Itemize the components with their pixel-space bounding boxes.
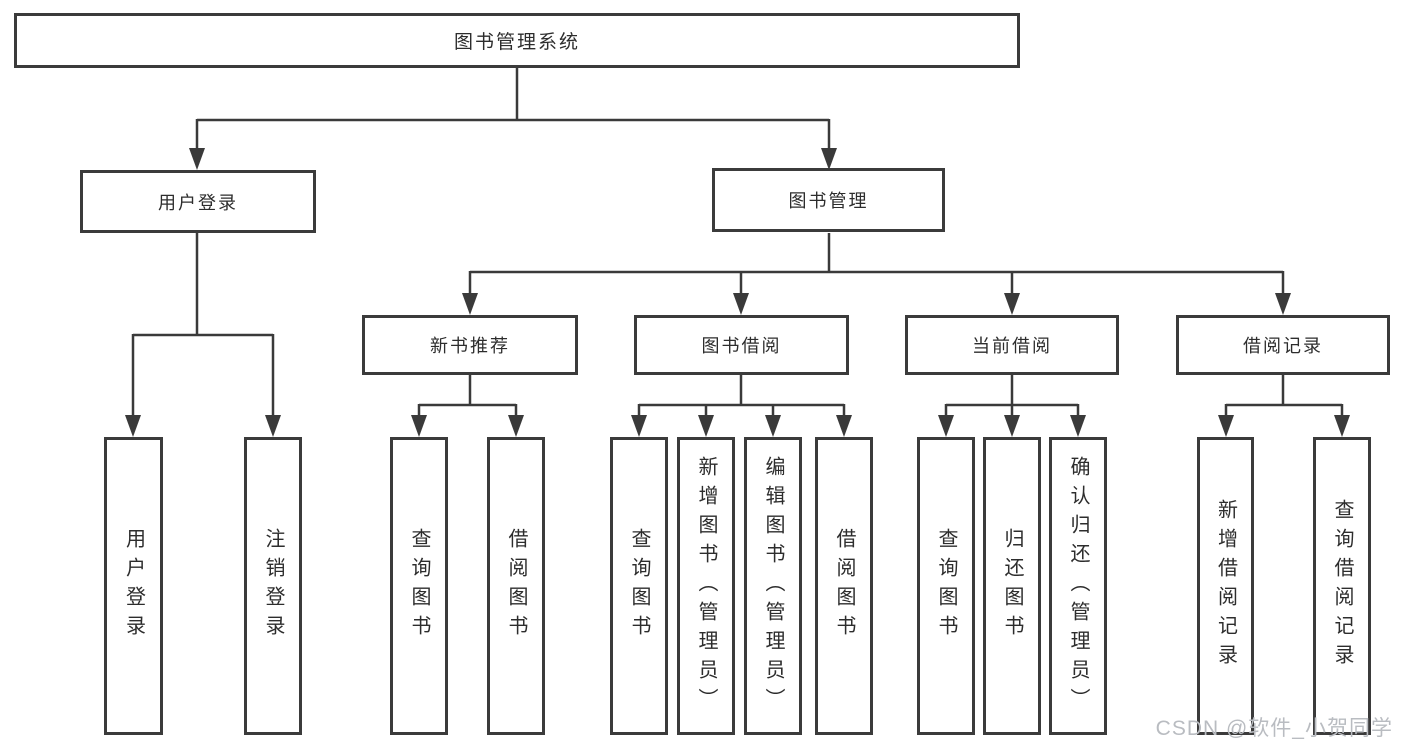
leaf-query-books-1: 查询图书 [390, 437, 448, 735]
leaf-query-borrow-record: 查询借阅记录 [1313, 437, 1371, 735]
node-root-library-system: 图书管理系统 [14, 13, 1020, 68]
node-book-borrowing: 图书借阅 [634, 315, 849, 375]
node-borrowing-records: 借阅记录 [1176, 315, 1390, 375]
leaf-borrow-books-1: 借阅图书 [487, 437, 545, 735]
node-new-book-recommend: 新书推荐 [362, 315, 578, 375]
leaf-query-books-2: 查询图书 [610, 437, 668, 735]
leaf-logout-label: 注销登录 [262, 528, 284, 644]
leaf-query-borrow-record-label: 查询借阅记录 [1331, 499, 1353, 673]
node-new-book-recommend-label: 新书推荐 [430, 336, 510, 356]
leaf-return-books-label: 归还图书 [1001, 528, 1023, 644]
leaf-borrow-books-2: 借阅图书 [815, 437, 873, 735]
leaf-user-login: 用户登录 [104, 437, 163, 735]
node-current-borrowing: 当前借阅 [905, 315, 1119, 375]
leaf-return-books: 归还图书 [983, 437, 1041, 735]
leaf-borrow-books-1-label: 借阅图书 [505, 528, 527, 644]
leaf-query-books-3: 查询图书 [917, 437, 975, 735]
leaf-borrow-books-2-label: 借阅图书 [833, 528, 855, 644]
node-user-login: 用户登录 [80, 170, 316, 233]
node-current-borrowing-label: 当前借阅 [972, 336, 1052, 356]
leaf-add-books-admin: 新增图书（管理员） [677, 437, 735, 735]
connector-current-borrow-to-leaves [938, 373, 1086, 437]
connector-user-login-to-leaves [125, 233, 281, 437]
leaf-add-books-admin-label: 新增图书（管理员） [695, 455, 717, 717]
node-root-label: 图书管理系统 [453, 32, 580, 53]
node-borrowing-records-label: 借阅记录 [1243, 336, 1323, 356]
leaf-add-borrow-record: 新增借阅记录 [1197, 437, 1254, 735]
leaf-confirm-return-admin: 确认归还（管理员） [1049, 437, 1107, 735]
connector-book-borrow-to-leaves [631, 373, 852, 437]
leaf-confirm-return-admin-label: 确认归还（管理员） [1067, 455, 1089, 717]
leaf-user-login-label: 用户登录 [122, 528, 145, 644]
leaf-query-books-3-label: 查询图书 [935, 528, 957, 644]
connector-borrow-record-to-leaves [1218, 373, 1350, 437]
leaf-edit-books-admin-label: 编辑图书（管理员） [762, 455, 784, 717]
leaf-logout: 注销登录 [244, 437, 302, 735]
connector-book-mgmt-to-level3 [462, 233, 1291, 315]
node-book-management-label: 图书管理 [788, 191, 869, 211]
leaf-add-borrow-record-label: 新增借阅记录 [1214, 499, 1237, 673]
node-book-management: 图书管理 [712, 168, 945, 232]
leaf-edit-books-admin: 编辑图书（管理员） [744, 437, 802, 735]
leaf-query-books-2-label: 查询图书 [628, 528, 650, 644]
csdn-watermark: CSDN @软件_小贺同学 [1155, 717, 1393, 740]
leaf-query-books-1-label: 查询图书 [408, 528, 430, 644]
node-book-borrowing-label: 图书借阅 [701, 336, 782, 356]
connector-new-book-to-leaves [411, 373, 524, 437]
node-user-login-label: 用户登录 [158, 192, 238, 213]
connector-root-to-level2 [189, 68, 837, 170]
